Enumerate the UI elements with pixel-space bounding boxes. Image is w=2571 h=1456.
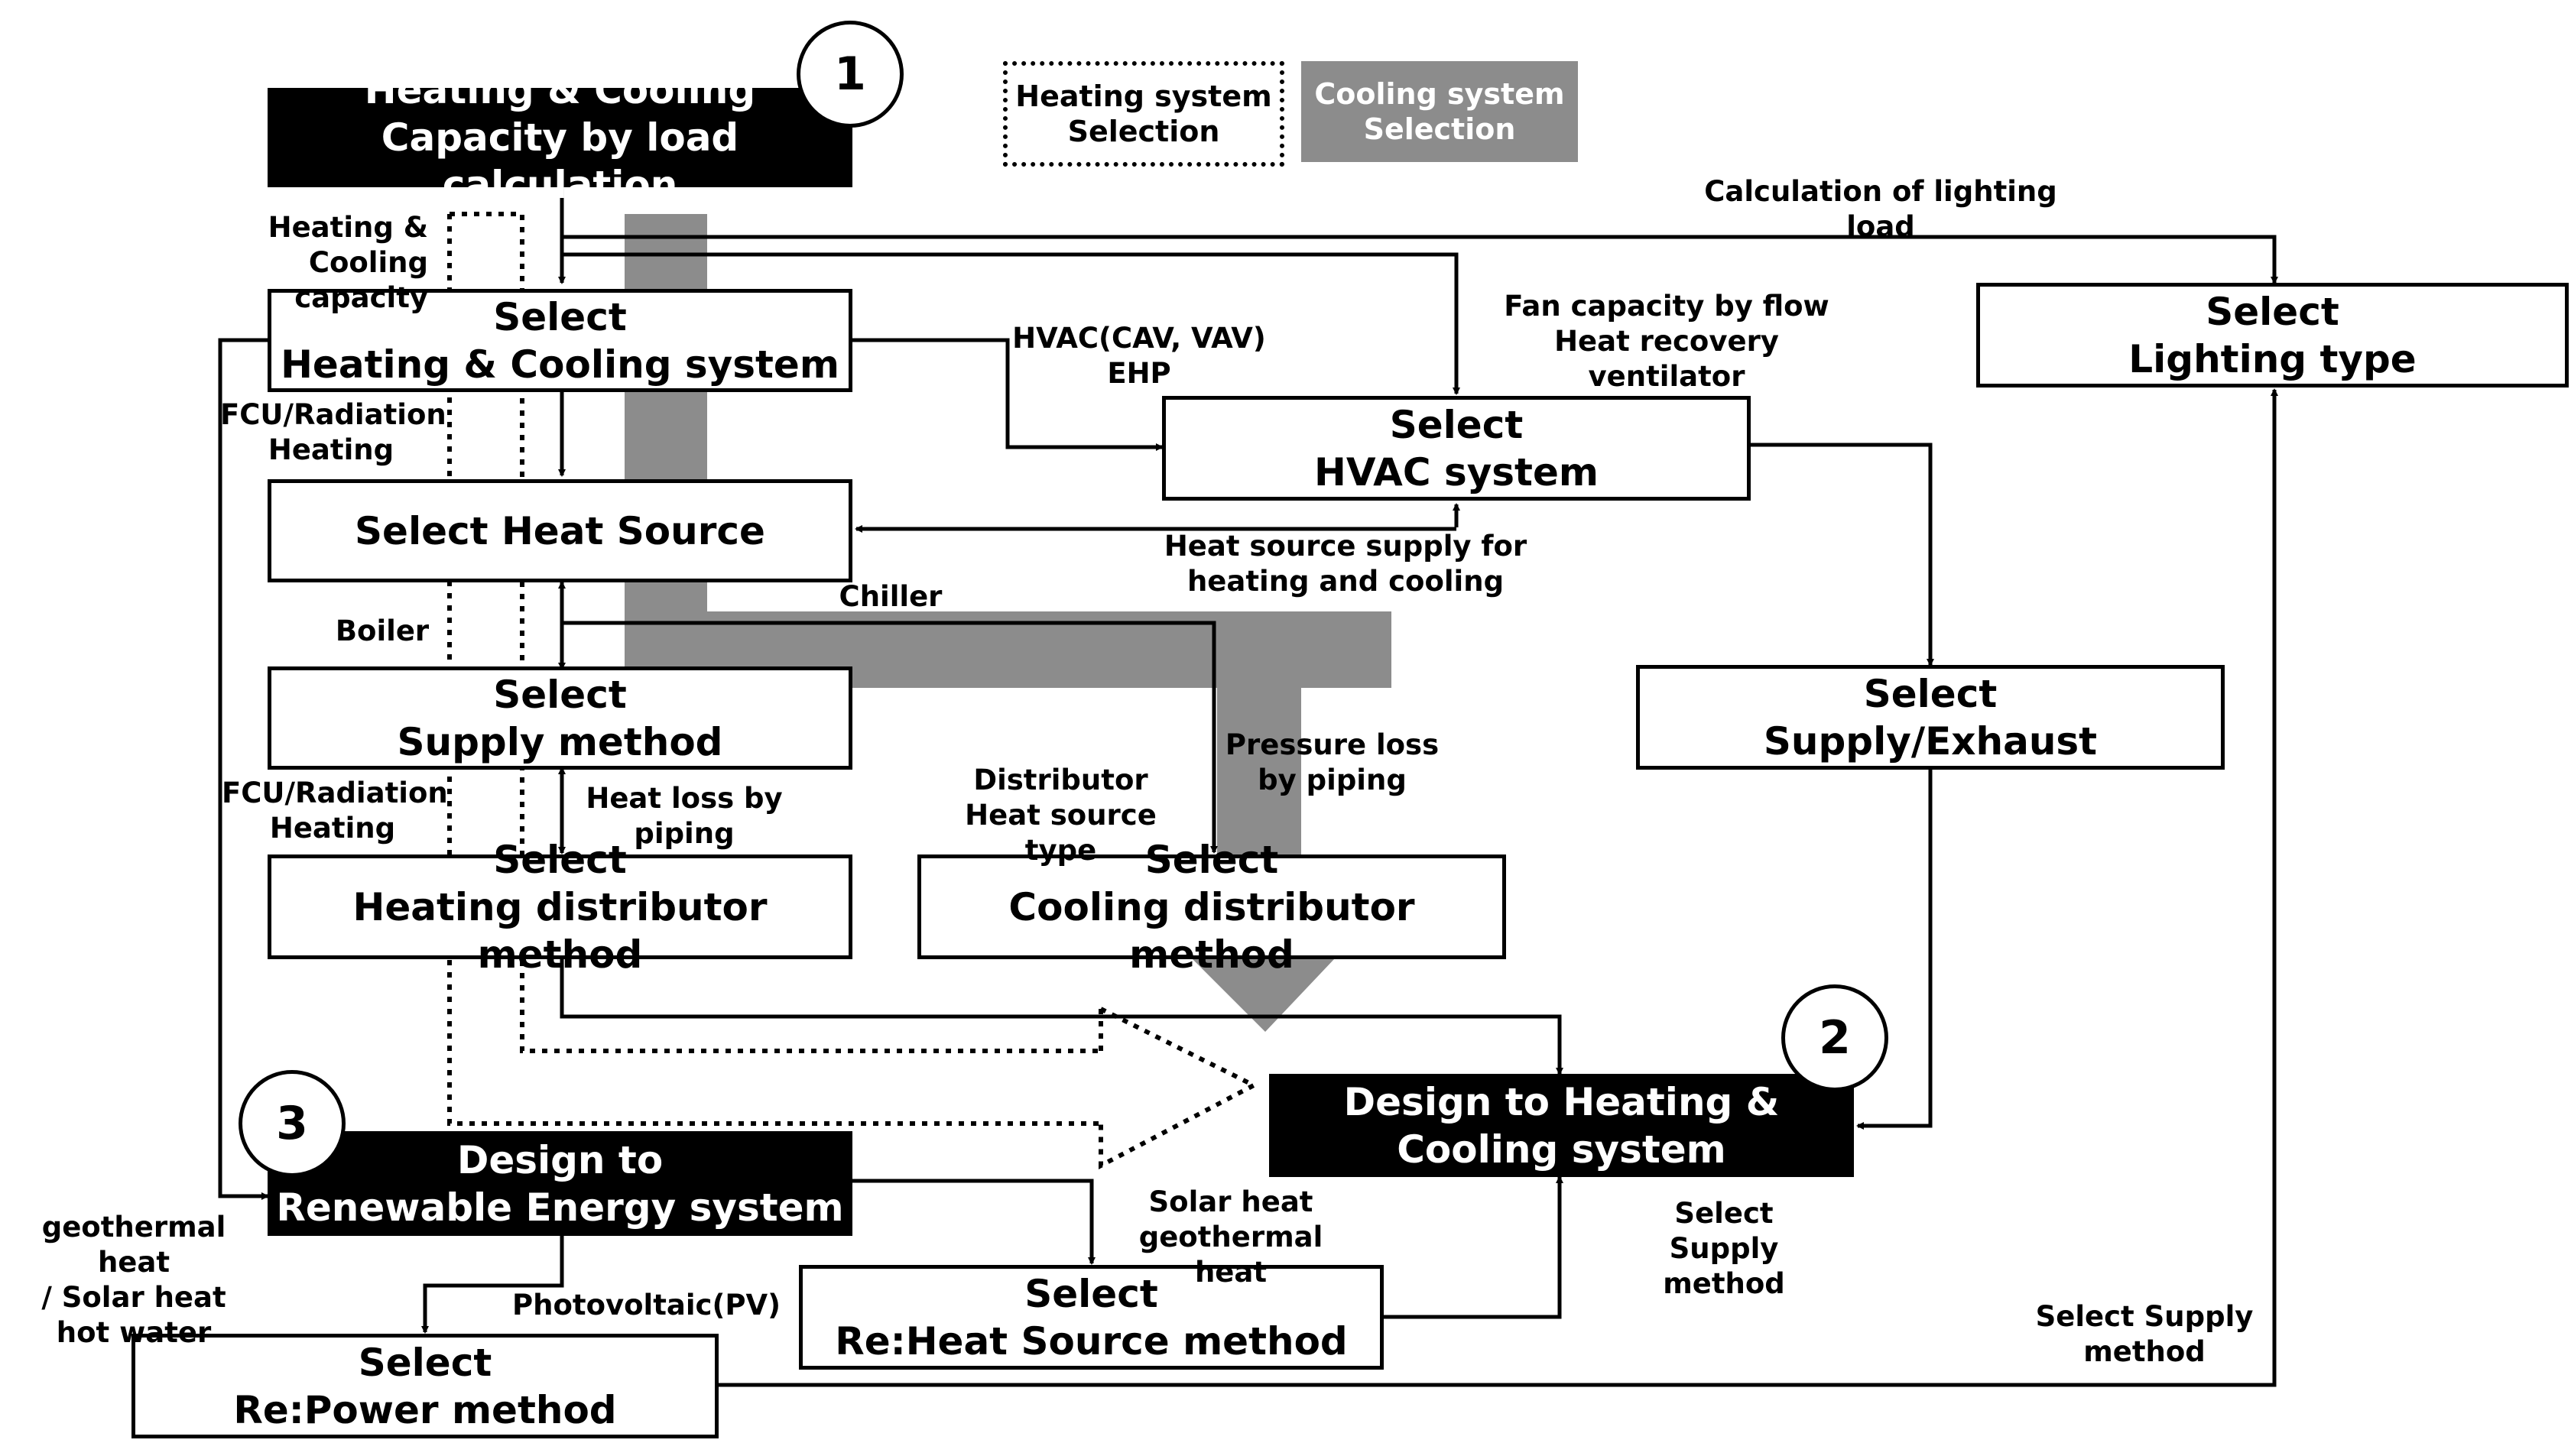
label-boiler: Boiler — [335, 615, 430, 647]
label-geothermal-solar-hot-water: geothermal heat / Solar heat hot water — [41, 1211, 226, 1349]
select-lighting-box: Select Lighting type — [1976, 283, 2569, 388]
label-solar-geothermal: Solar heat geothermal heat — [1138, 1185, 1323, 1289]
heating-path — [447, 212, 1259, 1169]
label-heat-source-supply: Heat source supply for heating and cooli… — [1164, 530, 1527, 598]
connectors — [218, 187, 2278, 1387]
label-hvac-types: HVAC(CAV, VAV) EHP — [1012, 322, 1266, 390]
label-hc-capacity: Heating & Cooling capacity — [268, 211, 428, 314]
select-heating-cooling-box: Select Heating & Cooling system — [268, 289, 852, 392]
design-heating-cooling-box: Design to Heating & Cooling system — [1269, 1074, 1854, 1177]
label-chiller: Chiller — [839, 580, 943, 613]
step-marker-1: 1 — [797, 21, 904, 128]
select-heat-source-box: Select Heat Source — [268, 479, 852, 582]
select-cooling-distributor-box: Select Cooling distributor method — [917, 838, 1506, 977]
label-lighting-load: Calculation of lighting load — [1704, 175, 2057, 243]
label-fan-capacity: Fan capacity by flow Heat recovery venti… — [1504, 290, 1829, 393]
label-pressure-loss: Pressure loss by piping — [1225, 728, 1440, 796]
select-re-power-box: Select Re:Power method — [131, 1334, 719, 1438]
label-distributor: Distributor Heat source type — [965, 764, 1157, 867]
legend-heating-selection: Heating system Selection — [1003, 61, 1284, 167]
label-heat-loss: Heat loss by piping — [586, 782, 783, 850]
select-supply-exhaust-box: Select Supply/Exhaust — [1636, 665, 2225, 770]
step-marker-2: 2 — [1781, 984, 1888, 1091]
label-select-supply-method-2: Select Supply method — [2035, 1300, 2254, 1368]
label-photovoltaic: Photovoltaic(PV) — [512, 1289, 781, 1321]
renewable-energy-box: Design to Renewable Energy system — [268, 1131, 852, 1236]
capacity-box: Heating & Cooling Capacity by load calcu… — [268, 68, 852, 207]
step-marker-3: 3 — [239, 1070, 346, 1177]
select-re-heat-source-box: Select Re:Heat Source method — [799, 1265, 1384, 1370]
select-heating-distributor-box: Select Heating distributor method — [268, 838, 852, 977]
label-fcu-radiation-2: FCU/Radiation Heating — [222, 777, 448, 845]
legend-cooling-selection: Cooling system Selection — [1301, 61, 1578, 162]
label-fcu-radiation-1: FCU/Radiation Heating — [220, 398, 446, 466]
select-supply-method-box: Select Supply method — [268, 666, 852, 770]
select-hvac-box: Select HVAC system — [1162, 396, 1751, 501]
label-select-supply-method: Select Supply method — [1663, 1197, 1785, 1300]
